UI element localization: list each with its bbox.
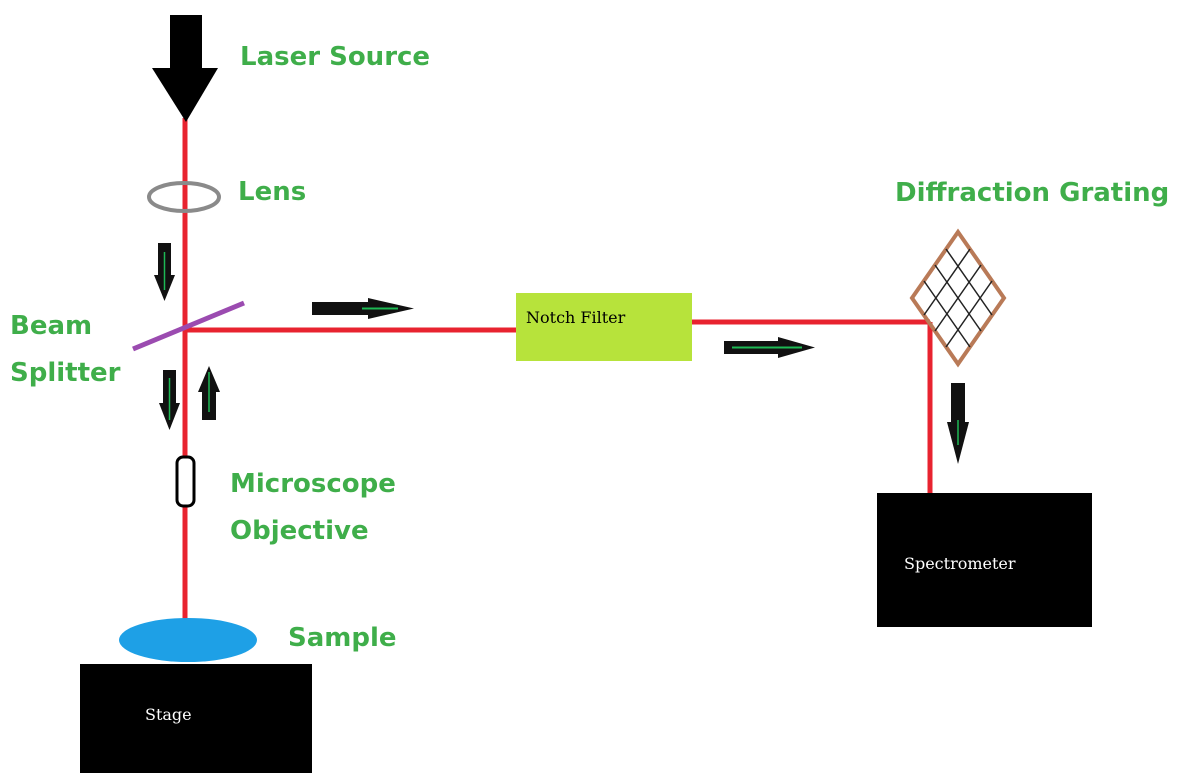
spectrometer-label: Spectrometer — [904, 554, 1016, 573]
microscope-objective-label-line2: Objective — [230, 516, 369, 546]
sample-icon — [119, 618, 257, 662]
microscope-objective-icon — [175, 455, 196, 508]
direction-arrow-up-icon — [198, 366, 220, 420]
lens-icon — [147, 181, 221, 213]
notch-filter-label: Notch Filter — [526, 308, 626, 327]
spectrometer-box — [877, 493, 1092, 627]
direction-arrow-down-2-icon — [159, 370, 180, 430]
stage-box — [80, 664, 312, 773]
beam-splitter-label-line2: Splitter — [10, 358, 121, 388]
sample-label: Sample — [288, 623, 397, 653]
stage-label: Stage — [145, 705, 192, 724]
diffraction-grating-icon — [909, 228, 1007, 368]
direction-arrow-right-2-icon — [724, 337, 815, 358]
notch-filter-box — [516, 293, 692, 361]
beam-splitter-icon — [132, 300, 245, 352]
microscope-objective-label-line1: Microscope — [230, 469, 396, 499]
direction-arrow-down-3-icon — [947, 383, 969, 464]
lens-label: Lens — [238, 177, 306, 207]
laser-source-label: Laser Source — [240, 42, 430, 72]
diffraction-grating-label: Diffraction Grating — [895, 178, 1169, 208]
direction-arrow-right-1-icon — [312, 298, 414, 319]
direction-arrow-down-1-icon — [154, 243, 175, 301]
laser-source-arrow-icon — [152, 15, 218, 122]
beam-splitter-label-line1: Beam — [10, 311, 92, 341]
